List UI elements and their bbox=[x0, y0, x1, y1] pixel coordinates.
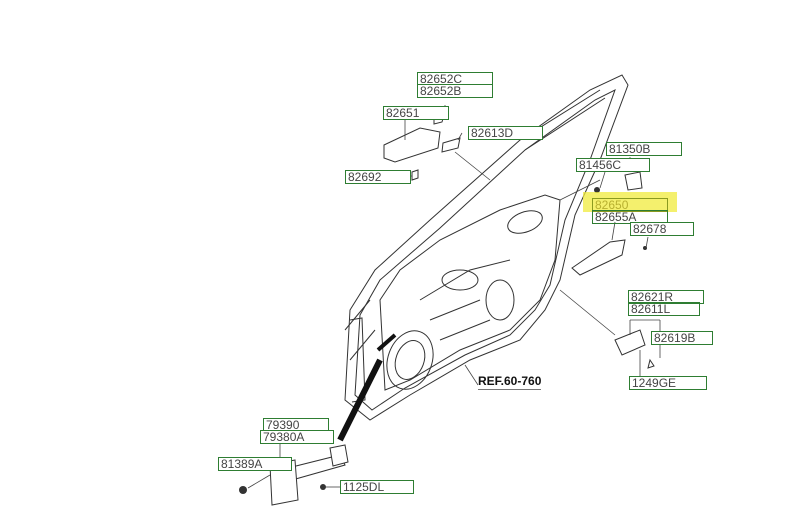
highlighted-part-82650 bbox=[583, 192, 677, 212]
part-label-82621R[interactable]: 82621R bbox=[628, 290, 704, 304]
screw-81456C bbox=[594, 187, 600, 193]
part-label-79380A[interactable]: 79380A bbox=[260, 430, 334, 444]
part-label-1249GE[interactable]: 1249GE bbox=[629, 376, 707, 390]
part-label-1125DL[interactable]: 1125DL bbox=[340, 480, 414, 494]
part-label-82613D[interactable]: 82613D bbox=[468, 126, 543, 140]
part-label-81350B[interactable]: 81350B bbox=[606, 142, 682, 156]
bolt-82692 bbox=[411, 169, 419, 181]
part-label-82650[interactable]: 82650 bbox=[592, 198, 668, 212]
harness-connector bbox=[376, 333, 397, 352]
part-label-82619B[interactable]: 82619B bbox=[651, 331, 713, 345]
part-label-82652B[interactable]: 82652B bbox=[417, 84, 493, 98]
handle-pad bbox=[441, 137, 461, 153]
wiring-harness bbox=[337, 358, 383, 442]
bolt-1125DL bbox=[320, 484, 326, 490]
inside-handle bbox=[571, 239, 626, 276]
reference-label[interactable]: REF.60-760 bbox=[478, 374, 542, 390]
bolt-81389A bbox=[239, 486, 247, 494]
cap-82619B bbox=[647, 358, 655, 369]
part-label-82611L[interactable]: 82611L bbox=[628, 302, 700, 316]
part-label-81456C[interactable]: 81456C bbox=[576, 158, 650, 172]
door-checker bbox=[269, 444, 349, 506]
part-label-82678[interactable]: 82678 bbox=[630, 222, 694, 236]
inner-handle-bezel bbox=[614, 329, 646, 356]
outside-handle bbox=[383, 127, 441, 163]
part-label-81389A[interactable]: 81389A bbox=[218, 457, 292, 471]
part-label-82651[interactable]: 82651 bbox=[383, 106, 449, 120]
lock-cylinder bbox=[624, 171, 643, 191]
part-label-82692[interactable]: 82692 bbox=[345, 170, 411, 184]
